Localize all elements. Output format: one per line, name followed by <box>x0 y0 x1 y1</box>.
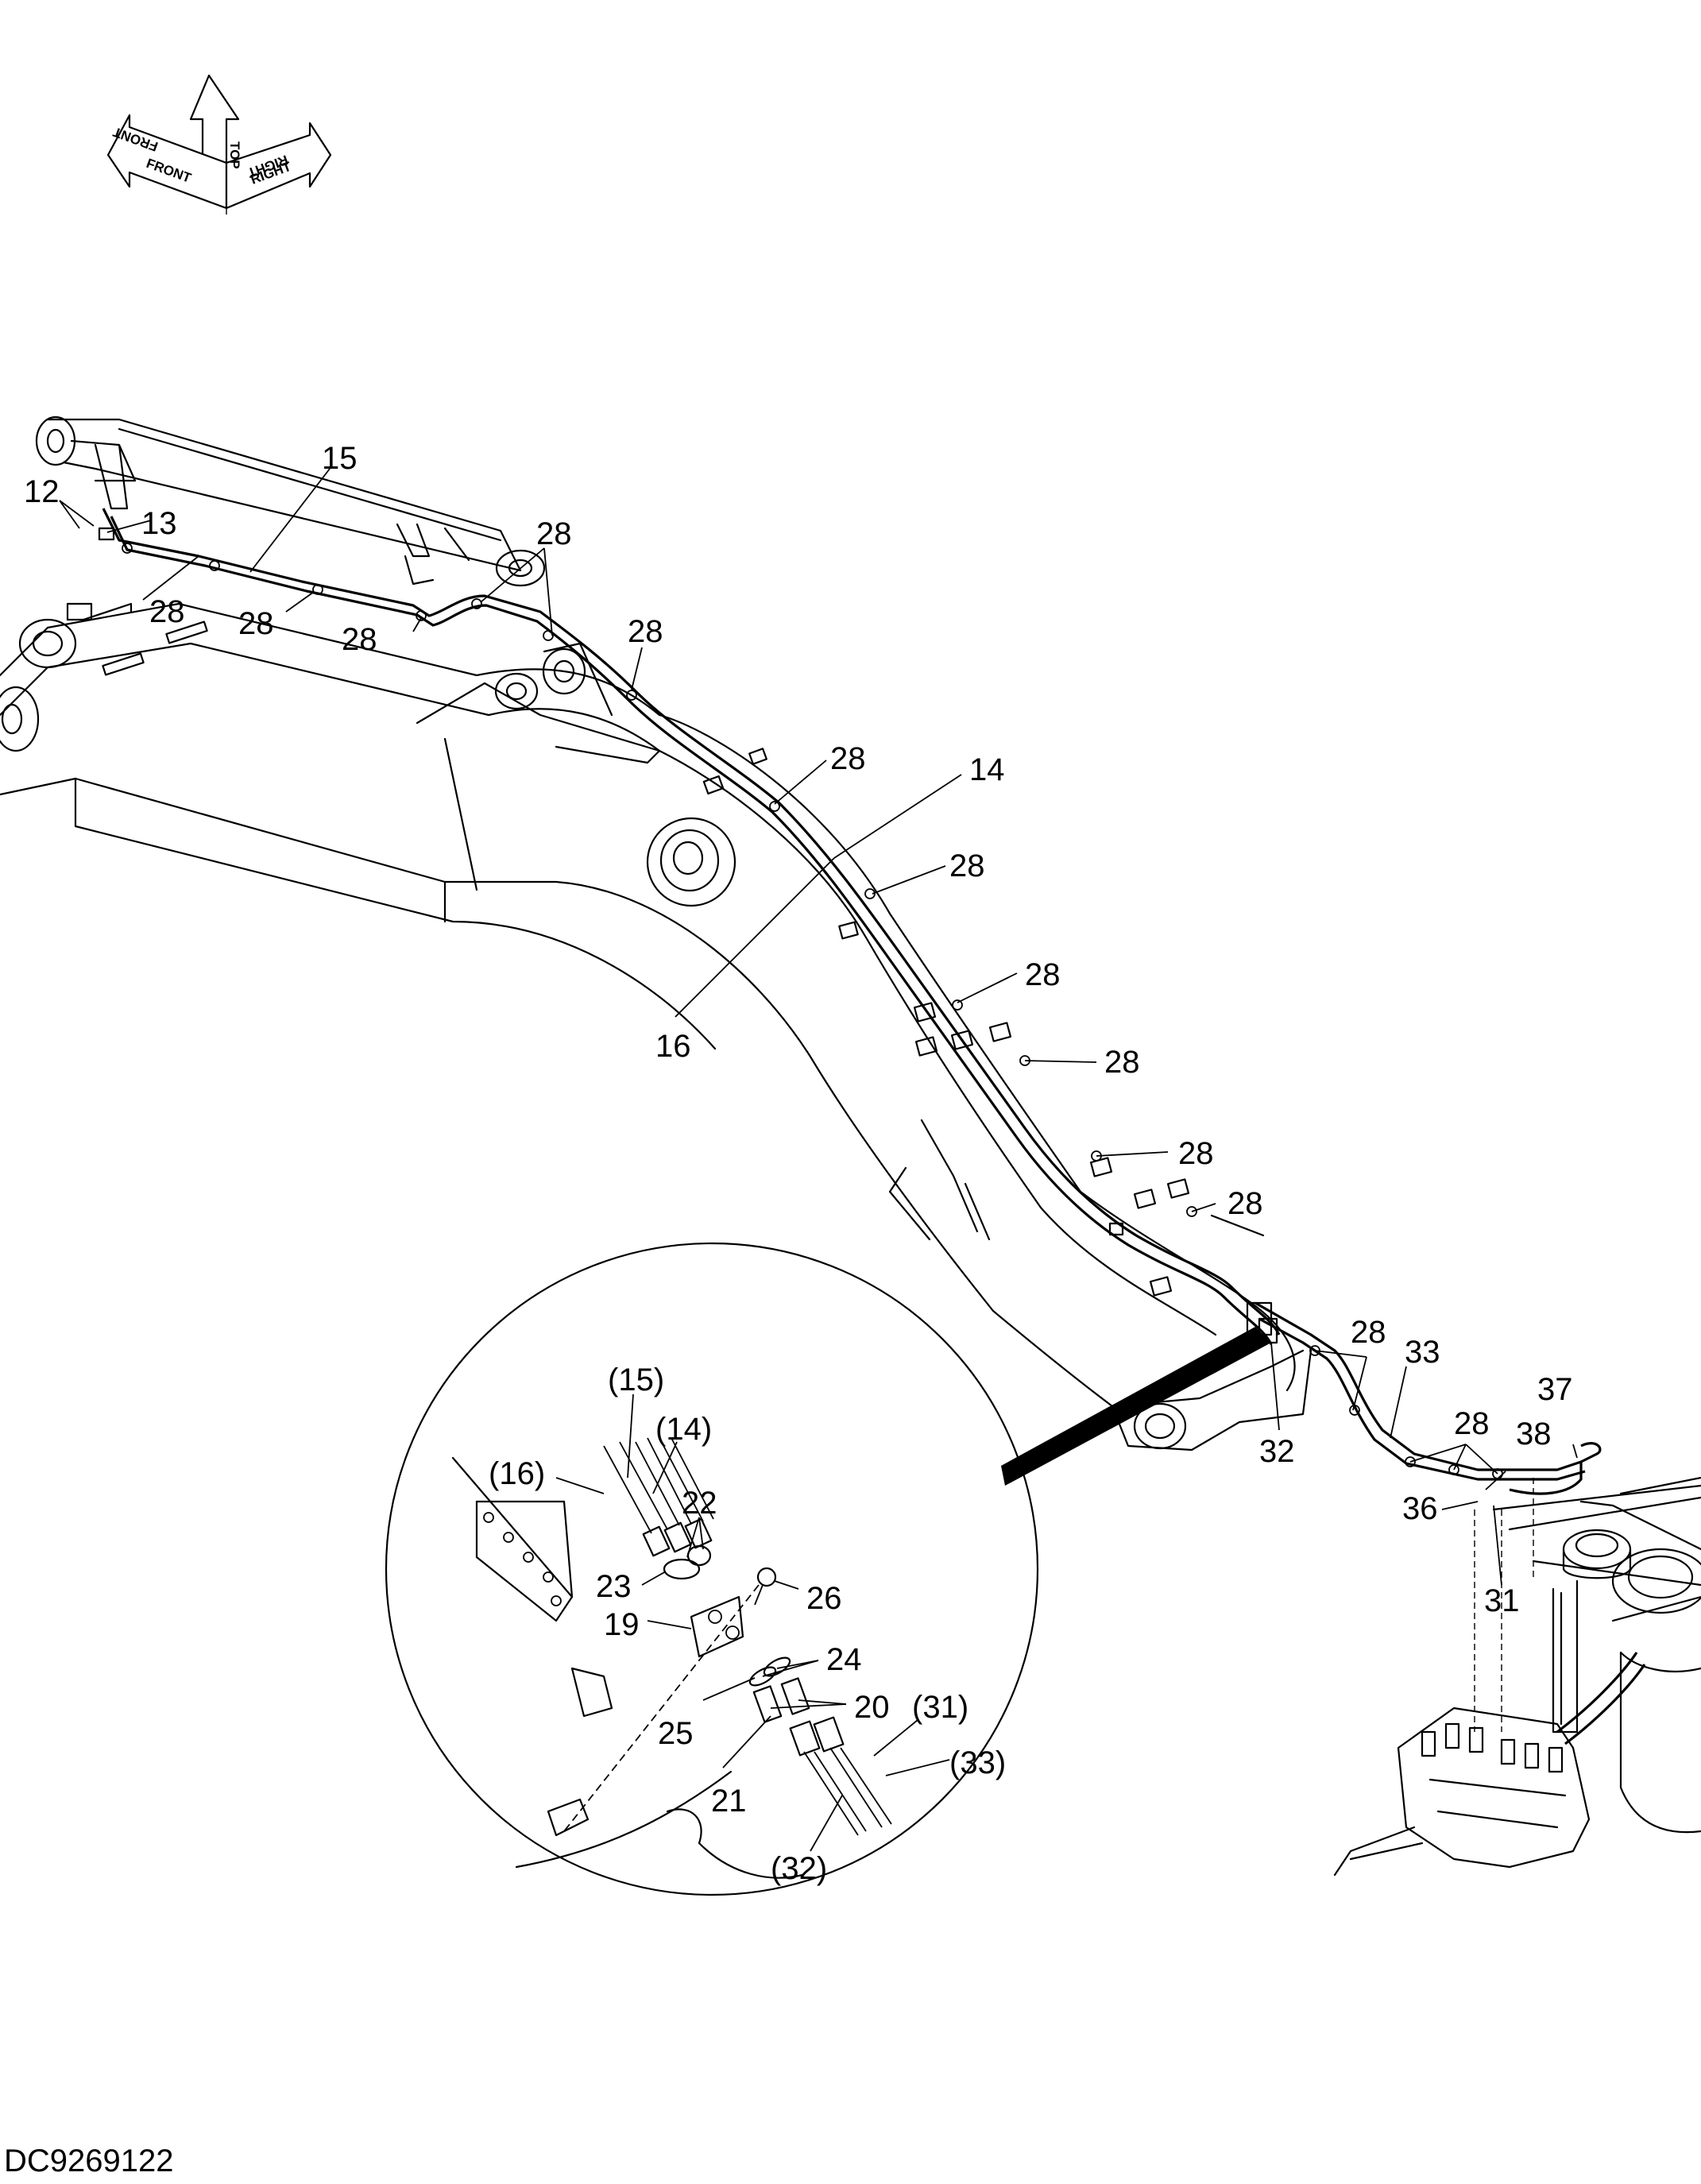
callout-32: 32 <box>1259 1434 1295 1469</box>
callout-28-k: 28 <box>1227 1186 1263 1221</box>
callout-37: 37 <box>1537 1372 1573 1407</box>
callout-16: 16 <box>655 1029 691 1064</box>
callout-28-b: 28 <box>149 594 185 629</box>
detail-callout-16: (16) <box>489 1456 545 1491</box>
callout-28-j: 28 <box>1178 1136 1214 1171</box>
orientation-top-label: TOP <box>227 141 242 169</box>
callout-28-a: 28 <box>536 516 572 551</box>
detail-callout-24: 24 <box>826 1642 862 1677</box>
drawing-code: DC9269122 <box>4 2143 174 2178</box>
detail-callout-14: (14) <box>655 1412 712 1447</box>
callout-12: 12 <box>24 474 60 509</box>
callout-28-e: 28 <box>628 614 663 649</box>
callout-36: 36 <box>1402 1491 1438 1526</box>
callout-28-i: 28 <box>1104 1045 1140 1080</box>
callout-14: 14 <box>969 752 1005 787</box>
callout-28-f: 28 <box>830 741 866 776</box>
control-valve-area <box>1333 1476 1701 1877</box>
detail-callout-26: 26 <box>806 1581 842 1616</box>
orientation-indicator: TOP FRONT RIGHT FRONT RIGHT <box>106 74 332 215</box>
right-arrow-icon <box>225 122 332 210</box>
callout-33: 33 <box>1405 1335 1440 1370</box>
detail-pointer <box>1001 1327 1271 1486</box>
detail-callout-19: 19 <box>604 1607 640 1642</box>
detail-view <box>385 1242 1271 1896</box>
callout-labels: 12 13 15 28 28 28 28 28 28 14 28 16 28 2… <box>24 441 1573 1618</box>
callout-28-m: 28 <box>1454 1406 1490 1441</box>
callout-28-l: 28 <box>1351 1315 1386 1350</box>
detail-callout-33: (33) <box>949 1745 1006 1780</box>
callout-15: 15 <box>322 441 358 476</box>
callout-28-g: 28 <box>949 848 985 883</box>
detail-callout-labels: (15) (14) (16) 22 23 26 19 24 20 25 (31)… <box>489 1363 1006 1886</box>
callout-28-h: 28 <box>1025 957 1061 992</box>
callout-28-c: 28 <box>238 606 274 641</box>
detail-callout-22: 22 <box>682 1486 717 1521</box>
detail-callout-25: 25 <box>658 1716 694 1751</box>
callout-13: 13 <box>141 506 177 541</box>
callout-38: 38 <box>1516 1417 1552 1451</box>
hose-routing <box>102 508 1602 1495</box>
detail-callout-23: 23 <box>596 1569 632 1604</box>
detail-callout-21: 21 <box>711 1784 747 1819</box>
callout-28-d: 28 <box>342 622 377 657</box>
leader-lines <box>59 468 1578 1852</box>
detail-callout-32: (32) <box>771 1851 827 1886</box>
detail-callout-15: (15) <box>608 1363 664 1397</box>
callout-31: 31 <box>1484 1583 1520 1618</box>
detail-callout-31: (31) <box>912 1690 968 1725</box>
detail-callout-20: 20 <box>854 1690 890 1725</box>
arm-cylinder <box>35 416 546 587</box>
